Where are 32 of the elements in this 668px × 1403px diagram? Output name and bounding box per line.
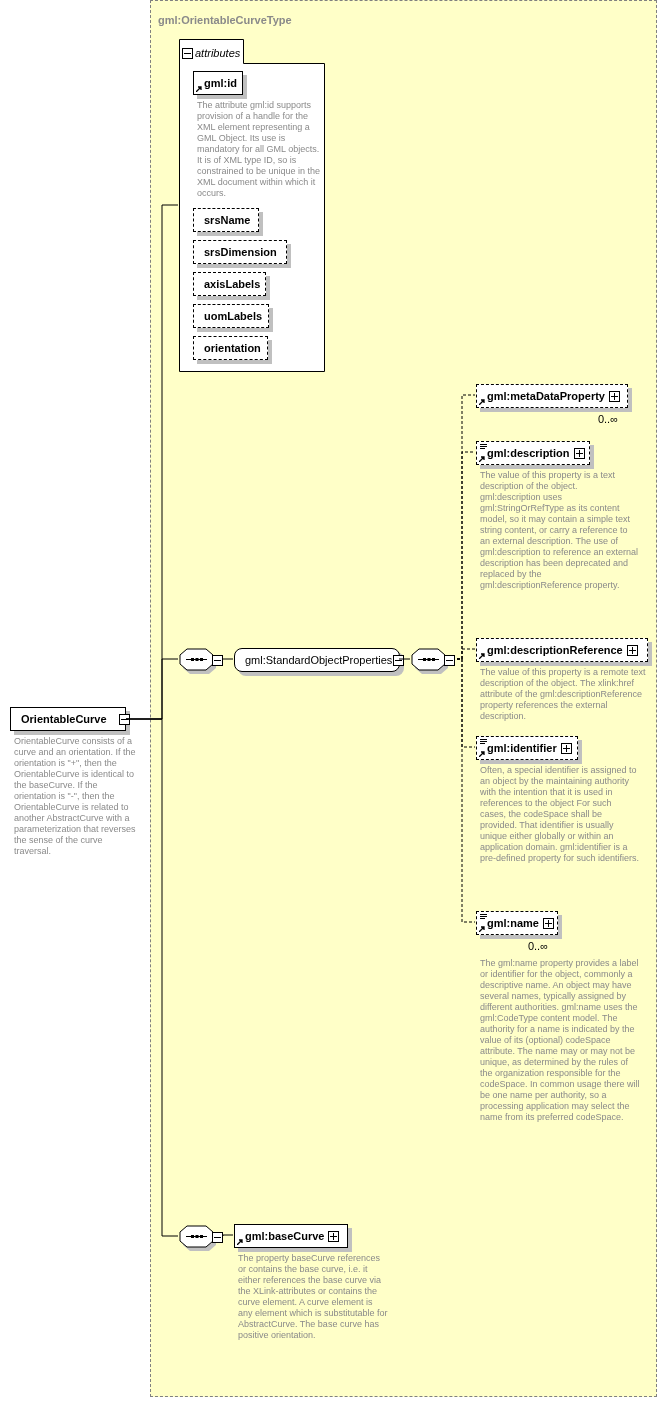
element-name: gml:baseCurve <box>245 1228 325 1244</box>
description-text: The value of this property is a text description of the object. gml:description uses gml:StringOrRefType as its content model, so it may contain a simple text string content, or carry a reference to an external description. The use of gml:description to reference an external description has been deprecated and replaced by the gml:descriptionReference property. <box>480 470 640 591</box>
connector-line <box>222 658 234 660</box>
attributes-panel <box>179 39 325 372</box>
connector-line <box>456 658 476 923</box>
type-title: gml:OrientableCurveType <box>158 13 292 28</box>
description-text: The property baseCurve references or contains the base curve, i.e. it either references the base curve via the XLink-attributes or contains the curve element. A curve element is any element which is substitutable for AbstractCurve. The base curve has positive orientation. <box>238 1253 388 1341</box>
element-name: gml:identifier <box>487 740 557 756</box>
element-name: gml:StandardObjectProperties <box>245 652 393 668</box>
element-name: gml:metaDataProperty <box>487 388 605 404</box>
element-name: gml:description <box>487 445 570 461</box>
element-name: gml:id <box>204 75 237 91</box>
element-name: axisLabels <box>204 276 261 292</box>
element-name: uomLabels <box>204 308 263 324</box>
section-label: attributes <box>195 46 241 61</box>
connector-line <box>222 1234 234 1237</box>
element-name: gml:name <box>487 915 539 931</box>
element-name: srsName <box>204 212 251 228</box>
cardinality-label: 0..∞ <box>526 939 549 953</box>
element-name: gml:descriptionReference <box>487 642 623 658</box>
description-text: The attribute gml:id supports provision of a handle for the XML element representing a GML Object. Its use is mandatory for all GML objects. It is of XML type ID, so is constrained to be unique in the XML document within which it occurs. <box>197 100 321 199</box>
connector-line <box>125 718 179 1237</box>
cardinality-label: 0..∞ <box>596 412 619 426</box>
description-text: The gml:name property provides a label or identifier for the object, commonly a descriptive name. An object may have several names, typically assigned by different authorities. gml:name uses the gml:CodeType content model. The authority for a name is indicated by the value of its (optional) codeSpace attribute. The name may or may not be unique, as determined by the rules of the organization responsible for the codeSpace. In common usage there will be one name per authority, so a processing application may select the name from its preferred codeSpace. <box>480 958 640 1123</box>
type-panel <box>150 0 657 1397</box>
element-name: srsDimension <box>204 244 277 260</box>
element-name: orientation <box>204 340 261 356</box>
description-text: Often, a special identifier is assigned to an object by the maintaining authority with the intention that it is used in references to the object For such cases, the codeSpace shall be provided. That identifier is usually unique either globally or within an application domain. gml:identifier is a pre-defined property for such identifiers. <box>480 765 640 864</box>
description-text: OrientableCurve consists of a curve and an orientation. If the orientation is "+", then the OrientableCurve is identical to the baseCurve. If the orientation is "-", then the OrientableCurve is related to another AbstractCurve with a parameterization that reverses the sense of the curve traversal. <box>14 736 136 857</box>
element-name: OrientableCurve <box>21 711 107 727</box>
description-text: The value of this property is a remote text description of the object. The xlink:href attribute of the gml:descriptionReference property references the external description. <box>480 667 647 722</box>
connector-line <box>398 658 411 660</box>
